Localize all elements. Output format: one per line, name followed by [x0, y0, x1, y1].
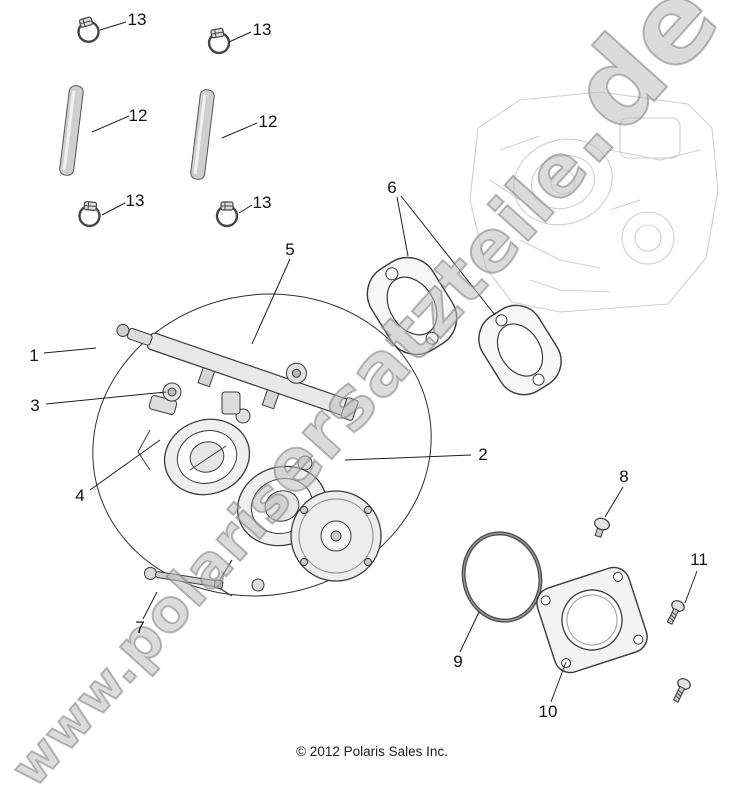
callout-13-d: 13 — [252, 193, 272, 212]
callout-8: 8 — [619, 467, 629, 486]
callout-4: 4 — [75, 486, 85, 505]
callout-10: 10 — [538, 702, 558, 721]
screws-11-drawing — [663, 598, 693, 705]
gasket-6b-drawing — [478, 304, 562, 396]
hoses-drawing — [57, 83, 217, 182]
hose-clamps-drawing — [74, 14, 239, 229]
adapter-plate-10-drawing — [536, 566, 648, 674]
callout-3: 3 — [30, 396, 40, 415]
copyright-text: © 2012 Polaris Sales Inc. — [296, 744, 448, 759]
bolt-8-drawing — [594, 517, 610, 538]
callout-13-a: 13 — [127, 10, 147, 29]
callout-5: 5 — [285, 240, 295, 259]
leader-lines — [43, 21, 698, 703]
callout-12-b: 12 — [258, 112, 278, 131]
throttle-body-assembly-drawing — [92, 293, 432, 597]
rod-7-drawing — [143, 566, 224, 590]
callout-13-c: 13 — [125, 191, 145, 210]
o-ring-9-drawing — [461, 531, 543, 623]
callout-12-a: 12 — [128, 106, 148, 125]
callout-9: 9 — [453, 652, 463, 671]
callout-13-b: 13 — [252, 20, 272, 39]
callout-7: 7 — [135, 618, 145, 637]
callout-2: 2 — [478, 445, 488, 464]
engine-reference-drawing — [469, 91, 719, 313]
gasket-6a-drawing — [366, 256, 458, 356]
callout-6: 6 — [387, 178, 397, 197]
callout-1: 1 — [29, 346, 39, 365]
callout-11: 11 — [690, 550, 708, 569]
